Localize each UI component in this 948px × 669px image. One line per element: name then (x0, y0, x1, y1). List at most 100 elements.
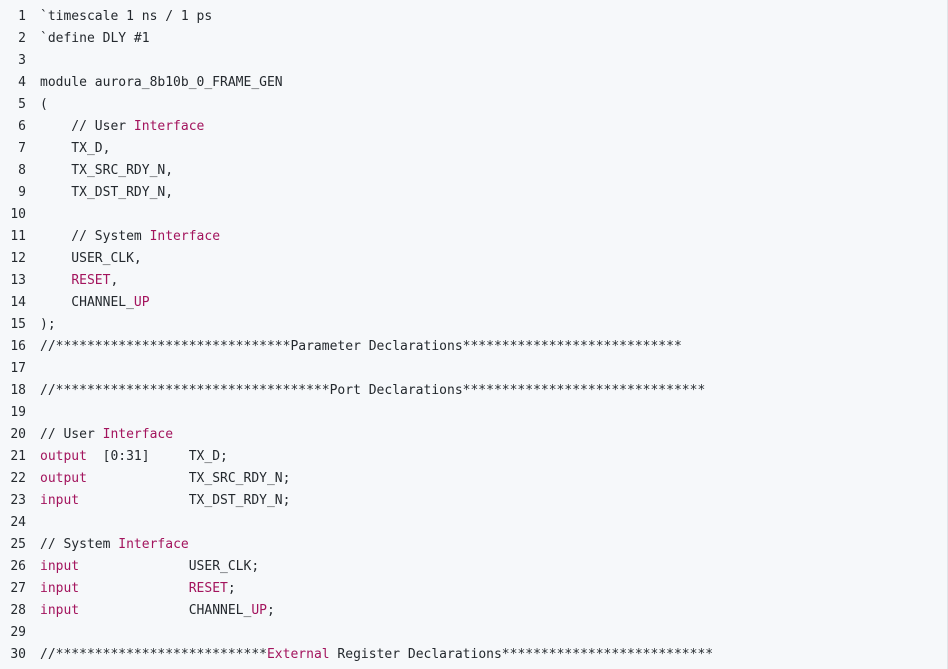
code-token (79, 581, 189, 596)
line-number: 19 (10, 405, 26, 420)
code-keyword: Interface (118, 537, 189, 552)
code-token: //*************************** (40, 647, 267, 662)
code-line: 7 TX_D, (0, 138, 947, 160)
code-keyword: input (40, 603, 80, 618)
line-number: 5 (18, 97, 26, 112)
line-number: 3 (18, 53, 26, 68)
line-number: 17 (10, 361, 26, 376)
code-keyword: input (40, 581, 80, 596)
line-number: 10 (10, 207, 26, 222)
line-number: 6 (18, 119, 26, 134)
code-line: 30//***************************External … (0, 644, 947, 666)
code-line: 2`define DLY #1 (0, 28, 947, 50)
line-number: 23 (10, 493, 26, 508)
line-number: 13 (10, 273, 26, 288)
code-token: ); (40, 317, 56, 332)
code-text (26, 50, 40, 72)
code-token: // System (40, 537, 119, 552)
code-token: [0:31] TX_D; (86, 449, 228, 464)
code-text: module aurora_8b10b_0_FRAME_GEN (26, 72, 283, 94)
code-line: 5( (0, 94, 947, 116)
code-token: CHANNEL_ (40, 295, 134, 310)
code-text: // User Interface (26, 424, 173, 446)
code-keyword: output (40, 449, 87, 464)
code-line: 13 RESET, (0, 270, 947, 292)
code-token: module aurora_8b10b_0_FRAME_GEN (40, 75, 283, 90)
code-line: 20// User Interface (0, 424, 947, 446)
code-text: USER_CLK, (26, 248, 141, 270)
code-line: 14 CHANNEL_UP (0, 292, 947, 314)
code-keyword: UP (251, 603, 267, 618)
code-text: CHANNEL_UP (26, 292, 149, 314)
code-text (26, 358, 40, 380)
code-token: Register Declarations*******************… (329, 647, 714, 662)
code-token: // User (40, 119, 134, 134)
code-text: //***********************************Por… (26, 380, 705, 402)
code-token: // User (40, 427, 103, 442)
code-keyword: External (266, 647, 330, 662)
code-line: 15); (0, 314, 947, 336)
line-number: 7 (18, 141, 26, 156)
line-number: 15 (10, 317, 26, 332)
code-text: input TX_DST_RDY_N; (26, 490, 290, 512)
code-line: 17 (0, 358, 947, 380)
code-text: input RESET; (26, 578, 236, 600)
line-number: 25 (10, 537, 26, 552)
line-number: 9 (18, 185, 26, 200)
code-line: 3 (0, 50, 947, 72)
code-text: TX_DST_RDY_N, (26, 182, 173, 204)
code-text (26, 402, 40, 424)
code-text: // System Interface (26, 534, 189, 556)
code-line: 12 USER_CLK, (0, 248, 947, 270)
code-line: 29 (0, 622, 947, 644)
code-text: input CHANNEL_UP; (26, 600, 275, 622)
code-token: TX_DST_RDY_N, (40, 185, 174, 200)
code-line: 1`timescale 1 ns / 1 ps (0, 6, 947, 28)
code-text: ( (26, 94, 48, 116)
code-token (40, 273, 71, 288)
code-line: 18 //***********************************P… (0, 380, 947, 402)
code-keyword: Interface (149, 229, 221, 244)
code-line: 25// System Interface (0, 534, 947, 556)
code-keyword: output (40, 471, 87, 486)
code-line: 9 TX_DST_RDY_N, (0, 182, 947, 204)
code-text: `timescale 1 ns / 1 ps (26, 6, 212, 28)
code-text: `define DLY #1 (26, 28, 150, 50)
code-text: TX_D, (26, 138, 110, 160)
code-text: RESET, (26, 270, 118, 292)
line-number: 18 (10, 383, 26, 398)
line-number: 16 (10, 339, 26, 354)
code-text: output TX_SRC_RDY_N; (26, 468, 290, 490)
line-number: 24 (10, 515, 26, 530)
code-line: 10 (0, 204, 947, 226)
code-token: TX_D, (40, 141, 111, 156)
code-line: 16 //******************************Parame… (0, 336, 947, 358)
code-keyword: RESET (188, 581, 228, 596)
code-line: 11 // System Interface (0, 226, 947, 248)
code-text: TX_SRC_RDY_N, (26, 160, 173, 182)
code-keyword: RESET (71, 273, 111, 288)
code-token: `define DLY #1 (40, 31, 150, 46)
code-keyword: Interface (133, 119, 205, 134)
line-number: 26 (10, 559, 26, 574)
code-text (26, 512, 40, 534)
code-token: ; (266, 603, 275, 618)
line-number: 22 (10, 471, 26, 486)
code-token: // System (40, 229, 150, 244)
code-line: 8 TX_SRC_RDY_N, (0, 160, 947, 182)
line-number: 30 (10, 647, 26, 662)
code-token: //***********************************Por… (40, 383, 706, 398)
code-keyword: Interface (102, 427, 174, 442)
code-token: //******************************Paramete… (40, 339, 682, 354)
code-line: 19 (0, 402, 947, 424)
code-token: TX_DST_RDY_N; (79, 493, 291, 508)
code-token: TX_SRC_RDY_N; (86, 471, 291, 486)
code-token: `timescale 1 ns / 1 ps (40, 9, 213, 24)
code-token: USER_CLK; (79, 559, 260, 574)
line-number: 11 (10, 229, 26, 244)
code-token: TX_SRC_RDY_N, (40, 163, 174, 178)
